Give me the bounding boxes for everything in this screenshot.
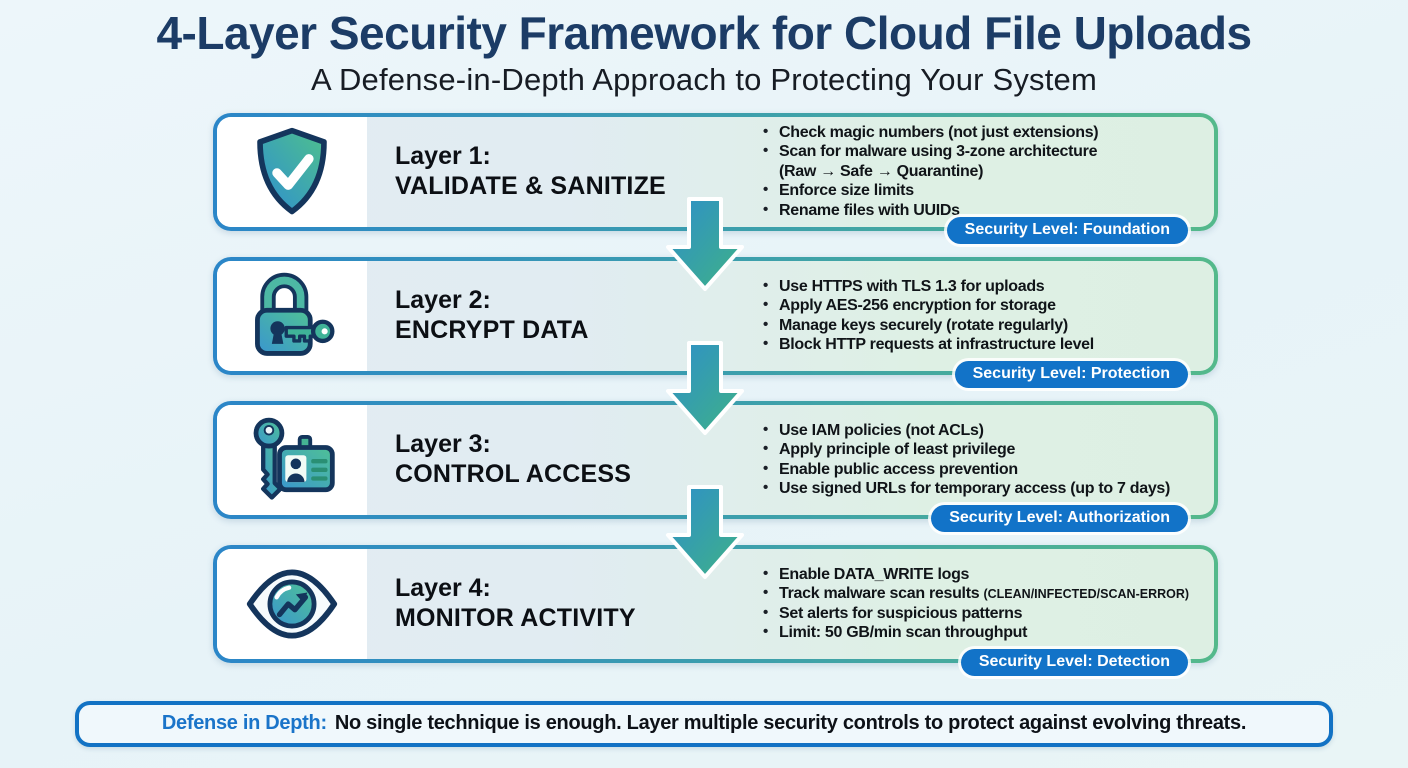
layer-title-box: Layer 3: CONTROL ACCESS bbox=[367, 405, 759, 515]
lock-key-icon bbox=[217, 260, 367, 371]
layer-title-box: Layer 4: MONITOR ACTIVITY bbox=[367, 549, 759, 659]
bullet-item: Check magic numbers (not just extensions… bbox=[759, 123, 1206, 143]
layer-title-box: Layer 1: VALIDATE & SANITIZE bbox=[367, 117, 759, 227]
security-level-badge: Security Level: Authorization bbox=[931, 504, 1188, 532]
bullet-item: Enable DATA_WRITE logs bbox=[759, 565, 1206, 585]
bullet-item: Use signed URLs for temporary access (up… bbox=[759, 479, 1206, 499]
bullet-item: Enable public access prevention bbox=[759, 460, 1206, 480]
layer-card: Layer 2: ENCRYPT DATA Use HTTPS with TLS… bbox=[213, 256, 1218, 388]
layer-name: CONTROL ACCESS bbox=[395, 459, 632, 488]
layer-bullet-list: Use IAM policies (not ACLs)Apply princip… bbox=[759, 405, 1214, 515]
layer-bullet-list: Check magic numbers (not just extensions… bbox=[759, 117, 1214, 227]
bullet-item: Use HTTPS with TLS 1.3 for uploads bbox=[759, 277, 1206, 297]
bullet-item: Block HTTP requests at infrastructure le… bbox=[759, 335, 1206, 355]
security-level-badge: Security Level: Foundation bbox=[946, 216, 1188, 244]
layer-stack: Layer 1: VALIDATE & SANITIZE Check magic… bbox=[213, 112, 1218, 676]
layer-card: Layer 1: VALIDATE & SANITIZE Check magic… bbox=[213, 112, 1218, 244]
bullet-item: Manage keys securely (rotate regularly) bbox=[759, 316, 1206, 336]
layer-card-inner: Layer 1: VALIDATE & SANITIZE Check magic… bbox=[217, 116, 1214, 227]
layer-label: Layer 3: bbox=[395, 430, 491, 459]
layer-name: VALIDATE & SANITIZE bbox=[395, 171, 666, 200]
bullet-item: Use IAM policies (not ACLs) bbox=[759, 421, 1206, 441]
down-arrow-icon bbox=[666, 196, 744, 291]
down-arrow-icon bbox=[666, 484, 744, 579]
bullet-small-note: (CLEAN/INFECTED/SCAN-ERROR) bbox=[983, 587, 1190, 602]
layer-name: ENCRYPT DATA bbox=[395, 315, 589, 344]
layer-title-box: Layer 2: ENCRYPT DATA bbox=[367, 261, 759, 371]
page-title: 4-Layer Security Framework for Cloud Fil… bbox=[156, 7, 1252, 59]
layer-bullet-list: Use HTTPS with TLS 1.3 for uploadsApply … bbox=[759, 261, 1214, 371]
bullet-item: Enforce size limits bbox=[759, 181, 1206, 201]
banner-text: No single technique is enough. Layer mul… bbox=[334, 712, 1247, 735]
key-id-card-icon bbox=[217, 404, 367, 515]
page-subtitle: A Defense-in-Depth Approach to Protectin… bbox=[310, 61, 1098, 97]
layer-bullet-list: Enable DATA_WRITE logsTrack malware scan… bbox=[759, 549, 1214, 659]
bullet-item: Apply principle of least privilege bbox=[759, 440, 1206, 460]
layer-label: Layer 4: bbox=[395, 574, 491, 603]
security-level-badge: Security Level: Protection bbox=[954, 360, 1188, 388]
down-arrow-icon bbox=[666, 340, 744, 435]
banner-lead: Defense in Depth: bbox=[161, 712, 327, 735]
bullet-item: Limit: 50 GB/min scan throughput bbox=[759, 623, 1206, 643]
security-level-badge: Security Level: Detection bbox=[960, 648, 1188, 676]
bullet-item: Set alerts for suspicious patterns bbox=[759, 604, 1206, 624]
bullet-item: Apply AES-256 encryption for storage bbox=[759, 296, 1206, 316]
bullet-item: Track malware scan results (CLEAN/INFECT… bbox=[759, 584, 1206, 604]
shield-check-icon bbox=[217, 116, 367, 227]
defense-in-depth-banner: Defense in Depth: No single technique is… bbox=[75, 700, 1333, 747]
layer-label: Layer 2: bbox=[395, 286, 491, 315]
header: 4-Layer Security Framework for Cloud Fil… bbox=[0, 0, 1408, 98]
eye-monitor-icon bbox=[217, 548, 367, 659]
bullet-item: Rename files with UUIDs bbox=[759, 201, 1206, 221]
layer-label: Layer 1: bbox=[395, 142, 491, 171]
layer-name: MONITOR ACTIVITY bbox=[395, 603, 636, 632]
bullet-item: Scan for malware using 3-zone architectu… bbox=[759, 142, 1206, 181]
